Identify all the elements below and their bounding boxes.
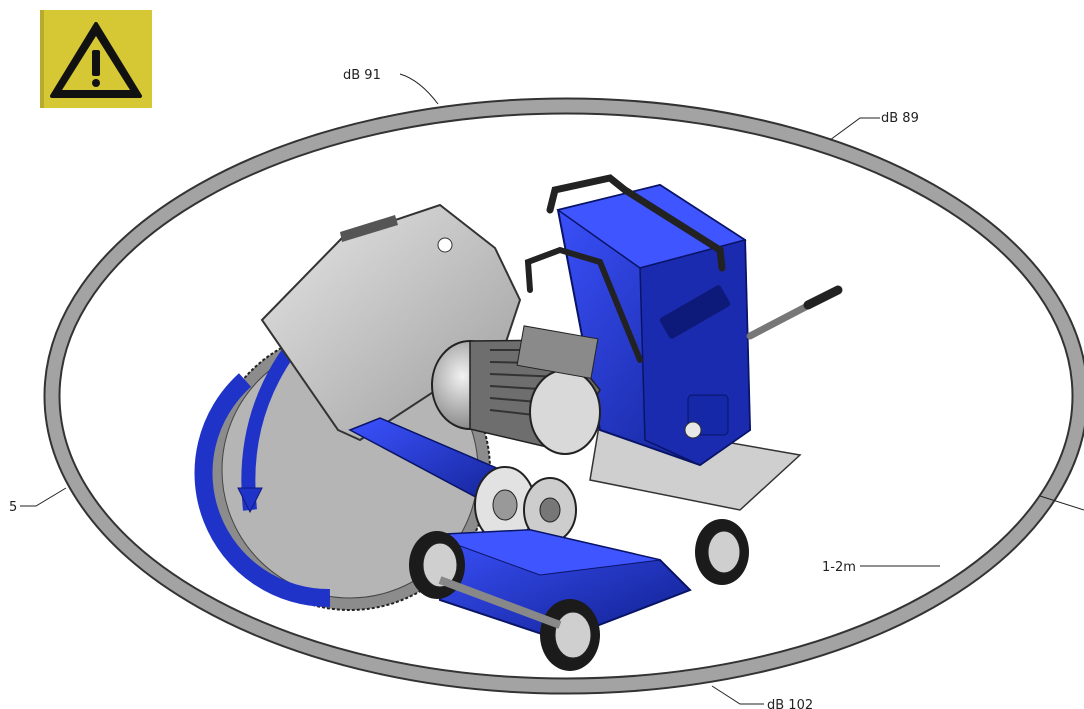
- db-89-label: dB 89: [881, 111, 919, 126]
- left-edge-label: 5: [9, 500, 17, 515]
- floor-saw-machine: [194, 174, 843, 671]
- electric-motor: [431, 325, 601, 455]
- warning-triangle-icon: [50, 22, 142, 98]
- db-102-label: dB 102: [767, 698, 813, 709]
- handle-bar: [546, 174, 726, 272]
- belt-pulleys: [474, 466, 577, 544]
- distance-label: 1-2m: [822, 560, 856, 575]
- rotation-arrow-icon: [237, 487, 263, 514]
- warning-sign: [40, 10, 152, 108]
- leader-lines: [20, 73, 1084, 705]
- noise-zone-ring: [43, 97, 1084, 695]
- db-91-label: dB 91: [343, 68, 381, 83]
- wheels: [409, 519, 749, 671]
